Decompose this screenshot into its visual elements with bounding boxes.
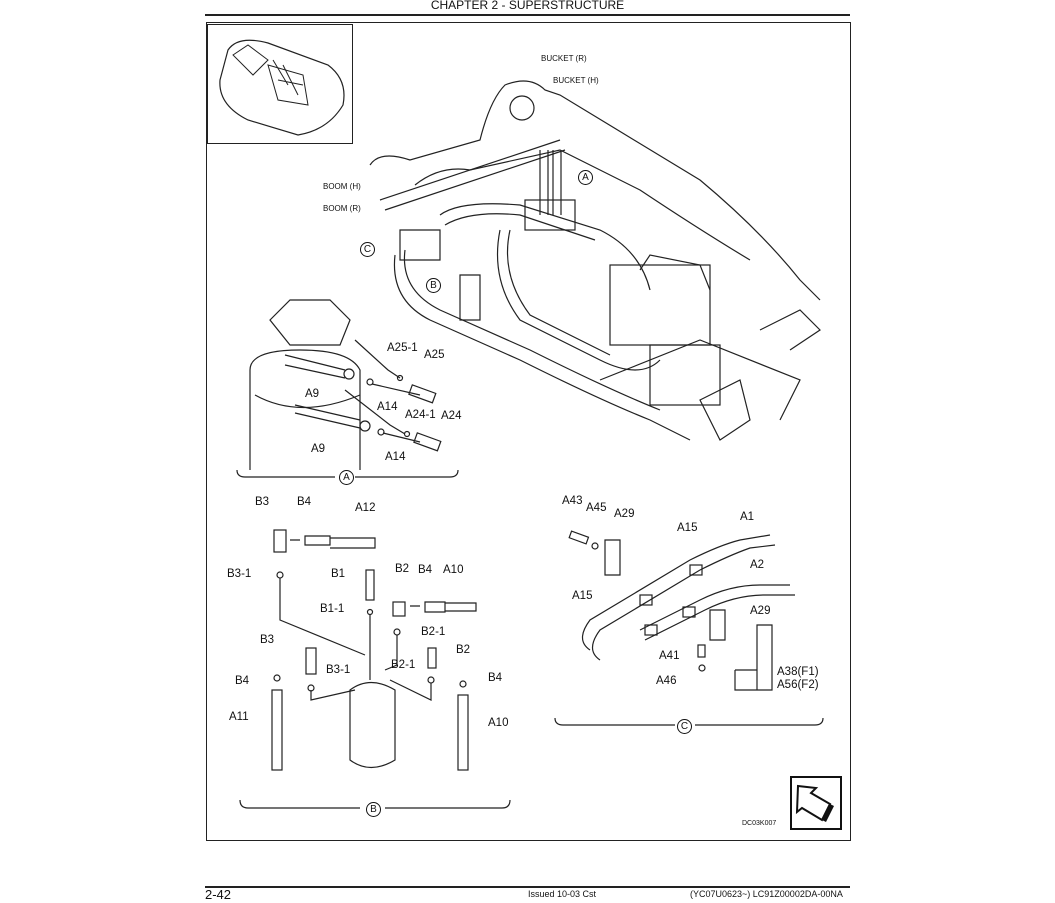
part-label: A29: [750, 605, 771, 617]
part-label: A24: [441, 410, 462, 422]
callout-a: A: [578, 170, 593, 185]
part-label: B2-1: [391, 659, 416, 671]
part-label: A41: [659, 650, 680, 662]
part-label: A2: [750, 559, 765, 571]
header-rule: [205, 14, 850, 16]
figure-id: DC03K007: [742, 820, 777, 827]
section-b-title: B: [366, 802, 381, 817]
part-label: A43: [562, 495, 583, 507]
page-number: 2-42: [205, 887, 232, 902]
part-label: A10: [488, 717, 509, 729]
part-label: A14: [377, 401, 398, 413]
part-label: B4: [297, 496, 312, 508]
part-label: A24-1: [405, 409, 436, 421]
figure-frame: [206, 22, 851, 841]
part-label: A56(F2): [777, 679, 819, 691]
part-label: A12: [355, 502, 376, 514]
label-bucket-r: BUCKET (R): [541, 54, 587, 63]
callout-b: B: [426, 278, 441, 293]
part-label: A25-1: [387, 342, 418, 354]
part-label: A38(F1): [777, 666, 819, 678]
part-label: B1-1: [320, 603, 345, 615]
part-label: A15: [677, 522, 698, 534]
document-reference: (YC07U0623~) LC91Z00002DA-00NA: [690, 889, 843, 899]
part-label: B3: [255, 496, 270, 508]
part-label: A10: [443, 564, 464, 576]
part-label: A29: [614, 508, 635, 520]
label-boom-h: BOOM (H): [323, 182, 361, 191]
callout-c: C: [360, 242, 375, 257]
machine-overview-drawing: [219, 39, 345, 136]
chapter-header: CHAPTER 2 - SUPERSTRUCTURE: [430, 0, 625, 12]
label-boom-r: BOOM (R): [323, 204, 361, 213]
part-label: A9: [305, 388, 320, 400]
part-label: B3-1: [326, 664, 351, 676]
label-bucket-h: BUCKET (H): [553, 76, 599, 85]
section-c-title: C: [677, 719, 692, 734]
part-label: A46: [656, 675, 677, 687]
part-label: B1: [331, 568, 346, 580]
part-label: B4: [418, 564, 433, 576]
part-label: A11: [229, 711, 249, 723]
part-label: B4: [235, 675, 250, 687]
issue-info: Issued 10-03 Cst: [528, 889, 597, 899]
part-label: B3: [260, 634, 275, 646]
part-label: A45: [586, 502, 607, 514]
footer-rule: [205, 886, 850, 888]
part-label: A9: [311, 443, 326, 455]
part-label: A15: [572, 590, 593, 602]
part-label: B2-1: [421, 626, 446, 638]
part-label: A25: [424, 349, 445, 361]
part-label: B2: [395, 563, 410, 575]
machine-locator-inset: [207, 24, 353, 144]
part-label: A1: [740, 511, 755, 523]
part-label: B2: [456, 644, 471, 656]
part-label: A14: [385, 451, 406, 463]
part-label: B3-1: [227, 568, 252, 580]
part-label: B4: [488, 672, 503, 684]
navigation-arrow-icon: [790, 776, 842, 830]
section-a-title: A: [339, 470, 354, 485]
